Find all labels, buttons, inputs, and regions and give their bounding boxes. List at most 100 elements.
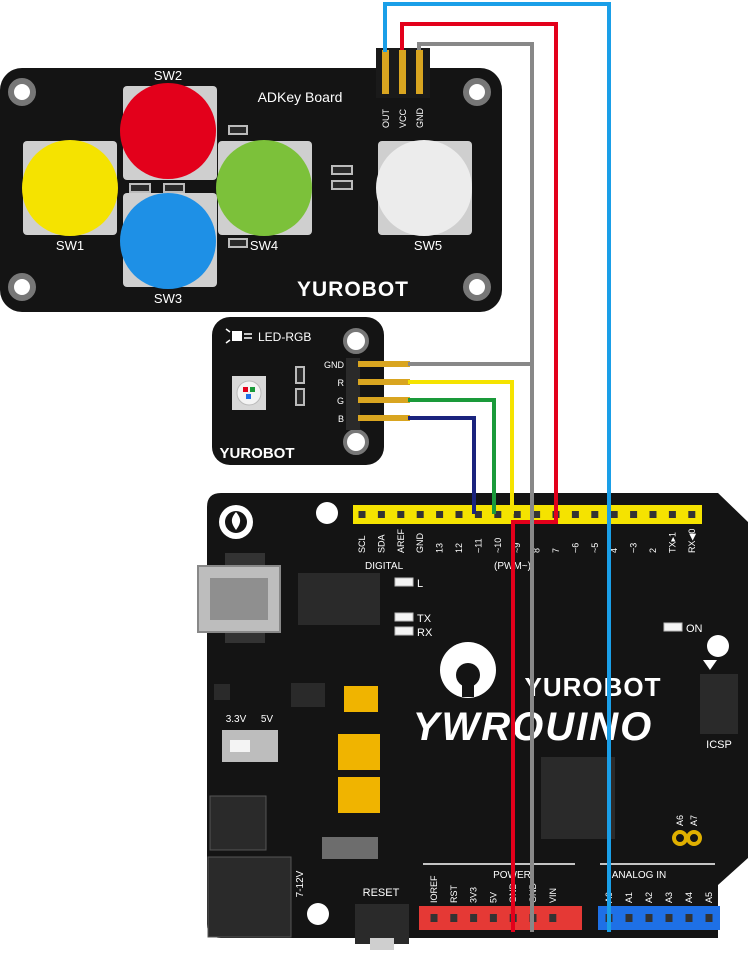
top-header-pin [630, 511, 638, 518]
rgb-header [346, 358, 410, 430]
top-header-strip [353, 505, 702, 524]
led-rx-label: RX [417, 627, 433, 639]
adkey-resistors [129, 125, 353, 248]
mcu-chip [541, 757, 615, 839]
rgb-led-chip [232, 376, 266, 410]
wire-gnd-to-gnd [417, 42, 534, 932]
top-pin-label: 13 [435, 543, 445, 553]
power-pin-label: 3V3 [469, 887, 479, 903]
reset-label: RESET [363, 887, 400, 899]
dc-jack [207, 856, 292, 938]
voltage-5v-label: 5V [261, 714, 274, 725]
power-header-pin [470, 914, 478, 922]
voltage-switch-knob [230, 740, 250, 752]
uno-board: L TX RX ON YUROBOT YWROUINO 3.3V 5V 7-12… [197, 493, 748, 950]
a6-a7-pads [672, 830, 702, 846]
top-pin-label: TX▸1 [667, 532, 677, 553]
small-chip [214, 684, 230, 700]
top-pin-label: ~11 [473, 538, 483, 553]
adkey-mounting-holes [8, 78, 491, 301]
led-l-label: L [417, 578, 423, 590]
power-header-pin [430, 914, 438, 922]
wire-vcc-to-5v [400, 22, 558, 932]
top-header-pin [455, 511, 463, 518]
sw2-label: SW2 [154, 68, 182, 83]
adkey-board: ADKey Board SW1 SW2 SW3 SW4 SW5 YUR [0, 48, 502, 312]
top-header-pin [649, 511, 657, 518]
a7-label: A7 [689, 815, 699, 826]
top-header-pin [358, 511, 366, 518]
reset-button[interactable] [355, 904, 409, 944]
icsp-header [700, 674, 738, 734]
power-pin-label: IOREF [429, 875, 439, 903]
sw5-label: SW5 [414, 238, 442, 253]
sw5-button[interactable] [376, 140, 472, 236]
analog-pin-label: A3 [664, 892, 674, 903]
rgb-title: LED-RGB [258, 330, 311, 344]
top-pin-label: ~3 [629, 543, 639, 553]
power-header-pin [489, 914, 497, 922]
analog-header-pin [625, 914, 633, 922]
uno-hole-top [316, 502, 338, 524]
adkey-header [376, 48, 430, 98]
analog-header-label: ANALOG IN [612, 870, 666, 881]
top-pin-label: AREF [396, 528, 406, 553]
top-header-pin [668, 511, 676, 518]
top-header-pin [513, 511, 521, 518]
top-header-pin [416, 511, 424, 518]
sw2-button[interactable] [120, 83, 216, 179]
capacitors [338, 686, 380, 813]
a6-label: A6 [675, 815, 685, 826]
sw3-button[interactable] [120, 193, 216, 289]
dc-jack-label: 7-12V [295, 870, 306, 897]
gear-logo-icon [219, 505, 253, 539]
top-header-pin [571, 511, 579, 518]
wire-out-to-a0 [383, 2, 611, 932]
sw4-button[interactable] [216, 140, 312, 236]
adkey-pin-vcc-label: VCC [398, 108, 408, 128]
top-header-pin [474, 511, 482, 518]
top-header-pin [533, 511, 541, 518]
top-pin-label: ~10 [493, 538, 503, 553]
top-pin-label: 7 [551, 548, 561, 553]
top-header-pin [436, 511, 444, 518]
top-pin-label: 12 [454, 543, 464, 553]
usb-chip [298, 573, 380, 625]
sw3-label: SW3 [154, 291, 182, 306]
top-pin-label: ~5 [590, 543, 600, 553]
adkey-pin-gnd-label: GND [415, 108, 425, 129]
analog-pin-label: A5 [704, 892, 714, 903]
rgb-hole-top [343, 328, 369, 354]
power-header-pin [549, 914, 557, 922]
icsp-label: ICSP [706, 739, 732, 751]
analog-pin-label: A1 [624, 892, 634, 903]
rgb-hole-bottom [343, 429, 369, 455]
wire-rgb-b [408, 416, 476, 514]
sw1-button[interactable] [22, 140, 118, 236]
power-pin-label: 5V [488, 892, 498, 903]
uno-brand-logo: YUROBOT [525, 672, 662, 702]
top-header-pin [688, 511, 696, 518]
top-header-pin [494, 511, 502, 518]
voltage-3v3-label: 3.3V [226, 714, 247, 725]
adkey-title: ADKey Board [258, 89, 343, 105]
reset-button-cap [370, 938, 394, 950]
led-on-label: ON [686, 623, 703, 635]
sw1-label: SW1 [56, 238, 84, 253]
analog-pin-label: A4 [684, 892, 694, 903]
top-pin-label: GND [415, 533, 425, 554]
analog-header-pin [645, 914, 653, 922]
top-pin-label: SCL [357, 535, 367, 553]
usb-connector [197, 553, 281, 643]
power-pin-label: VIN [548, 888, 558, 903]
analog-header-pin [685, 914, 693, 922]
rgb-led-module: LED-RGB YUROBOT GND R G B [212, 317, 410, 465]
led-icon [225, 328, 252, 344]
top-pin-label: SDA [376, 534, 386, 553]
top-header-pin [397, 511, 405, 518]
adkey-brand-logo: YUROBOT [297, 278, 409, 301]
diode [322, 837, 378, 859]
led-tx-label: TX [417, 613, 432, 625]
